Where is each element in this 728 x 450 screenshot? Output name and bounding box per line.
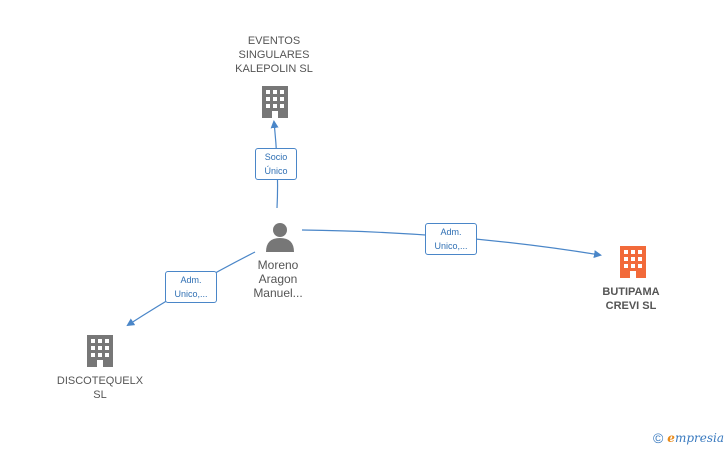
butipama-building-icon[interactable] — [620, 246, 646, 278]
edge-label-adm-left: Adm. Unico,... — [165, 271, 217, 303]
discotequelx-label[interactable]: DISCOTEQUELX SL — [56, 375, 144, 401]
footer-brand: © empresia — [653, 430, 724, 446]
discotequelx-building-icon[interactable] — [87, 335, 113, 367]
copyright-symbol: © — [652, 430, 664, 446]
eventos-building-icon[interactable] — [262, 86, 288, 118]
edge-label-adm-right: Adm. Unico,... — [425, 223, 477, 255]
butipama-label[interactable]: BUTIPAMA CREVI SL — [602, 286, 660, 312]
person-label[interactable]: Moreno Aragon Manuel... — [253, 258, 303, 300]
empresia-logo: empresia — [667, 431, 724, 445]
edge-label-socio-unico: Socio Único — [255, 148, 297, 180]
person-icon[interactable] — [266, 223, 294, 252]
eventos-label[interactable]: EVENTOS SINGULARES KALEPOLIN SL — [235, 35, 313, 75]
